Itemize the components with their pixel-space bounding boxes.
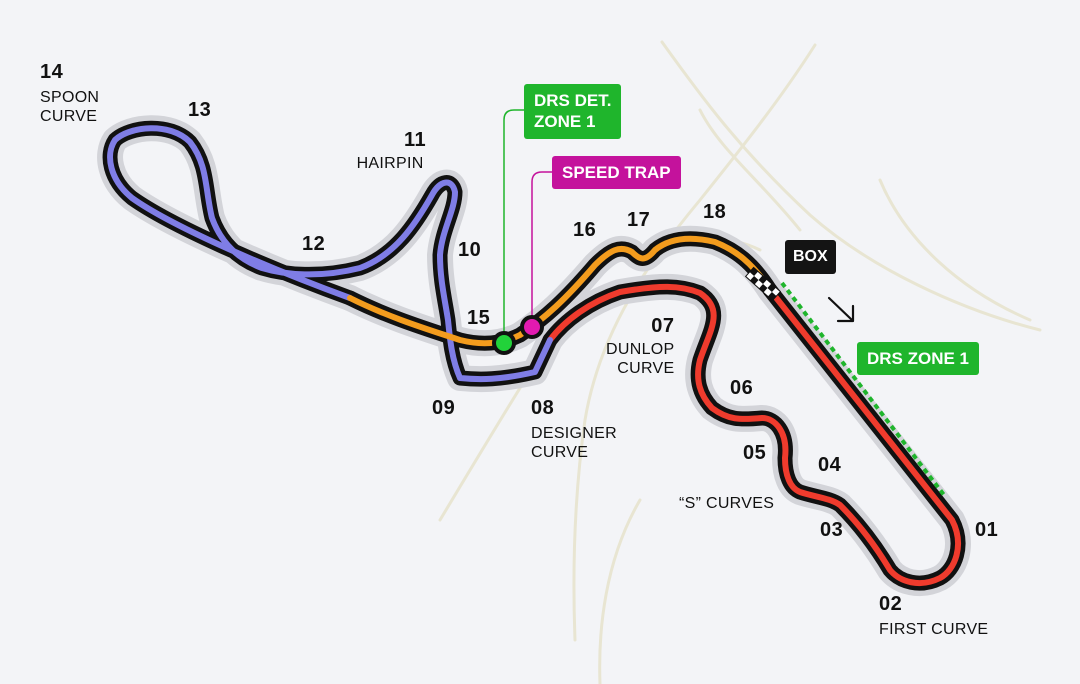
turn-04-number: 04 bbox=[818, 454, 842, 476]
turn-12-number: 12 bbox=[302, 233, 326, 255]
turn-16-number: 16 bbox=[573, 219, 597, 241]
drs-detection-tag: DRS DET. ZONE 1 bbox=[524, 84, 622, 139]
turn-02-number: 02 bbox=[879, 593, 903, 615]
turn-11-name: HAIRPIN bbox=[356, 155, 424, 172]
turn-11-number: 11 bbox=[404, 129, 427, 151]
turn-01-number: 01 bbox=[975, 519, 999, 541]
turn-05-number: 05 bbox=[743, 442, 767, 464]
s-curves-label: “S” CURVES bbox=[679, 495, 775, 512]
drs-detection-point bbox=[492, 331, 516, 355]
turn-11-label: 11 HAIRPIN bbox=[354, 128, 426, 173]
turn-07-number: 07 bbox=[651, 315, 675, 337]
box-tag: BOX bbox=[785, 240, 836, 274]
drs-detection-connector bbox=[503, 109, 524, 342]
drs-zone-tag: DRS ZONE 1 bbox=[857, 342, 980, 376]
turn-17-number: 17 bbox=[627, 209, 651, 231]
turn-06-number: 06 bbox=[730, 377, 754, 399]
turn-14-name: SPOON CURVE bbox=[40, 89, 100, 126]
speed-trap-point bbox=[520, 315, 544, 339]
turn-02-label: 02 FIRST CURVE bbox=[879, 592, 988, 639]
turn-07-name: DUNLOP CURVE bbox=[606, 341, 675, 378]
speed-trap-tag: SPEED TRAP bbox=[552, 156, 681, 190]
turn-18-number: 18 bbox=[703, 201, 727, 223]
turn-13-number: 13 bbox=[188, 99, 212, 121]
turn-08-name: DESIGNER CURVE bbox=[531, 425, 617, 462]
turn-14-label: 14 SPOON CURVE bbox=[40, 60, 99, 126]
turn-15-number: 15 bbox=[467, 307, 491, 329]
turn-08-number: 08 bbox=[531, 397, 555, 419]
background-roads bbox=[438, 40, 1042, 684]
start-finish-flag bbox=[744, 266, 782, 302]
speed-trap-connector bbox=[531, 171, 552, 326]
turn-10-number: 10 bbox=[458, 239, 482, 261]
sector-1-segment bbox=[547, 283, 961, 587]
turn-09-number: 09 bbox=[432, 397, 456, 419]
sector-3-segment bbox=[347, 235, 773, 347]
turn-08-label: 08 DESIGNER CURVE bbox=[531, 396, 617, 462]
turn-02-name: FIRST CURVE bbox=[879, 621, 989, 638]
turn-03-number: 03 bbox=[820, 519, 844, 541]
track-sectors bbox=[107, 125, 961, 587]
turn-14-number: 14 bbox=[40, 61, 64, 83]
direction-arrow-icon bbox=[827, 296, 855, 323]
turn-07-label: 07 DUNLOP CURVE bbox=[606, 314, 674, 378]
sector-2-segment bbox=[107, 125, 553, 383]
